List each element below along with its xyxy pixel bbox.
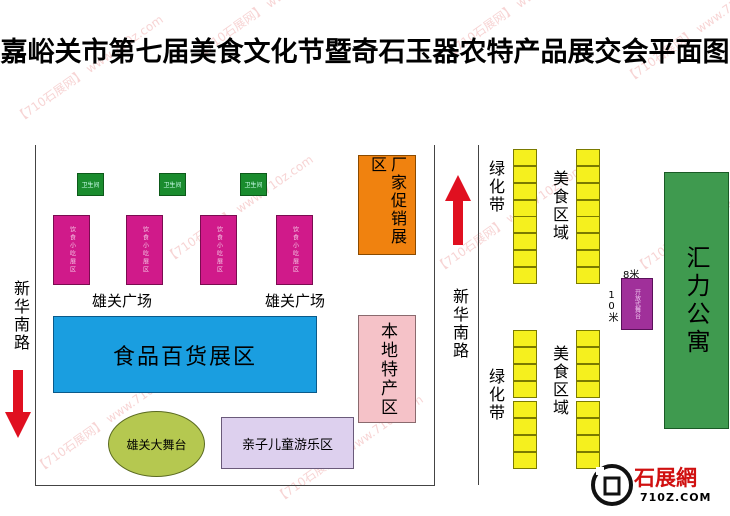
- site-logo: 石展網 710Z.COM: [588, 460, 728, 514]
- food-booth-column-2: [513, 216, 537, 284]
- local-products-zone: 本地特产区: [358, 315, 416, 423]
- pink-booth-1: 饮食小吃展区: [53, 215, 90, 285]
- food-booth-column-4: [576, 216, 600, 284]
- green-booth-1: 卫生间: [77, 173, 104, 196]
- pink-booth-4: 饮食小吃展区: [276, 215, 313, 285]
- kids-play-area: 亲子儿童游乐区: [221, 417, 354, 469]
- food-booth-column-5: [513, 330, 537, 398]
- road-edge-left: [35, 145, 36, 485]
- plaza-bottom-edge: [35, 485, 435, 486]
- stage-width-dimension: 8米: [623, 270, 640, 281]
- food-booth-column-7: [576, 330, 600, 398]
- food-booth-column-3: [576, 149, 600, 217]
- open-stage: 开放式舞台: [621, 278, 653, 330]
- logo-mark-icon: [591, 464, 633, 506]
- huili-apartment: 汇力公寓: [664, 172, 729, 429]
- factory-promo-zone: 厂家促销展区: [358, 155, 416, 255]
- plaza-label-left: 雄关广场: [92, 292, 153, 310]
- food-zone-label-top: 美食区域: [550, 170, 569, 242]
- pink-booth-2: 饮食小吃展区: [126, 215, 163, 285]
- green-belt-label-bottom: 绿化带: [486, 368, 505, 422]
- plaza-label-right: 雄关广场: [265, 292, 326, 310]
- pink-booth-3: 饮食小吃展区: [200, 215, 237, 285]
- main-stage: 雄关大舞台: [108, 411, 205, 477]
- up-arrow-icon: [445, 175, 471, 245]
- food-hall-zone: 食品百货展区: [53, 316, 317, 393]
- road-label-left: 新华南路: [11, 280, 30, 352]
- food-booth-column-6: [513, 401, 537, 469]
- logo-name: 石展網: [634, 465, 697, 490]
- green-booth-3: 卫生间: [240, 173, 267, 196]
- down-arrow-icon: [5, 370, 31, 438]
- food-booth-column-8: [576, 401, 600, 469]
- road-edge-middle: [434, 145, 435, 485]
- food-zone-label-bottom: 美食区域: [550, 345, 569, 417]
- road-edge-east: [478, 145, 479, 485]
- logo-url: 710Z.COM: [640, 491, 712, 504]
- road-label-middle: 新华南路: [450, 288, 469, 360]
- green-booth-2: 卫生间: [159, 173, 186, 196]
- green-belt-label-top: 绿化带: [486, 160, 505, 214]
- food-booth-column-1: [513, 149, 537, 217]
- page-title: 嘉峪关市第七届美食文化节暨奇石玉器农特产品展交会平面图: [0, 37, 730, 68]
- stage-height-dimension: 10米: [606, 290, 617, 322]
